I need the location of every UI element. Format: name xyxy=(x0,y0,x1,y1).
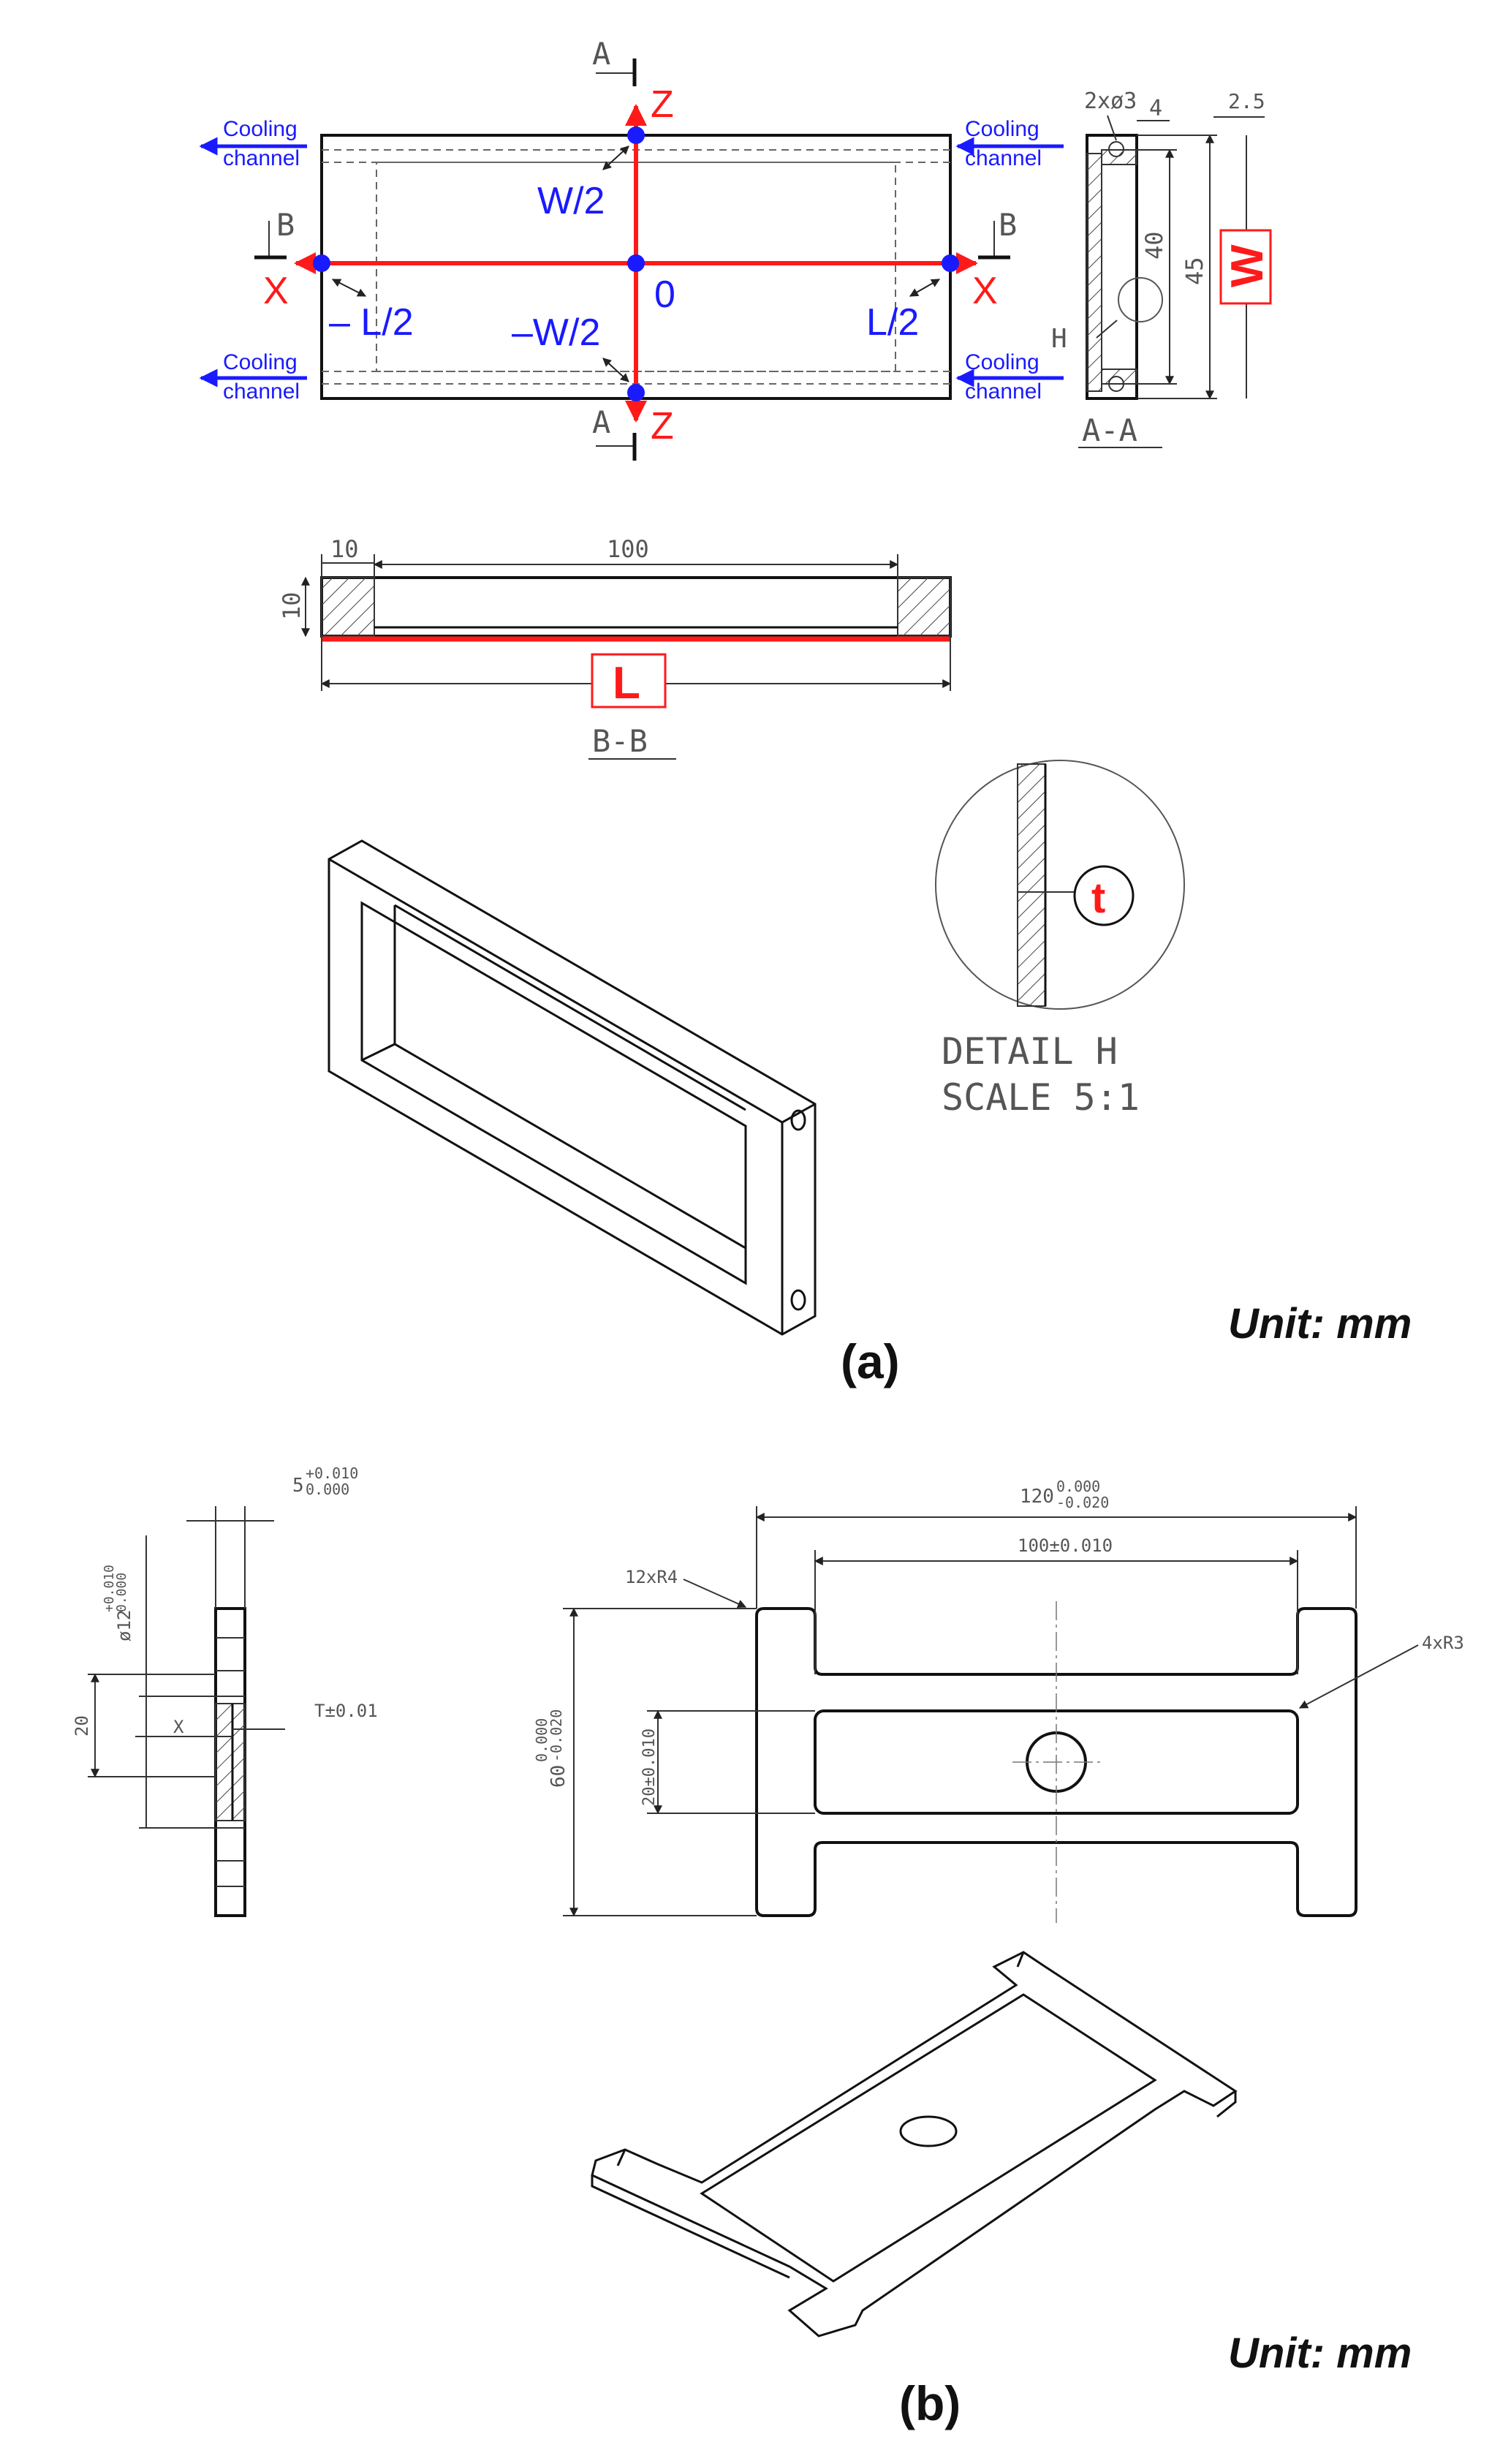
section-marks: A A B B xyxy=(254,36,1017,461)
svg-text:2.5: 2.5 xyxy=(1228,89,1265,113)
t-label-circle xyxy=(1073,865,1135,926)
svg-text:12xR4: 12xR4 xyxy=(625,1567,678,1587)
svg-text:0.000: 0.000 xyxy=(114,1573,129,1612)
svg-text:channel: channel xyxy=(965,146,1042,170)
figure-caption-b: (b) xyxy=(899,2376,961,2430)
svg-text:40: 40 xyxy=(1140,231,1168,260)
svg-text:+0.010: +0.010 xyxy=(102,1565,117,1612)
frame-isometric-view xyxy=(327,839,817,1336)
svg-text:0.000: 0.000 xyxy=(533,1718,550,1762)
x-axis-label-right: X xyxy=(972,270,998,312)
figure-a: Cooling channel Cooling channel Cooling … xyxy=(199,36,1412,1388)
label-neg-w-half: –W/2 xyxy=(512,311,600,354)
unit-label-b: Unit: mm xyxy=(1228,2329,1412,2377)
plate-isometric-view xyxy=(591,1951,1238,2338)
svg-text:4: 4 xyxy=(1149,96,1162,121)
svg-text:Cooling: Cooling xyxy=(965,350,1039,374)
z-axis-label-bottom: Z xyxy=(651,405,674,447)
svg-text:45: 45 xyxy=(1181,257,1208,285)
figure-b: 5 +0.010 0.000 ø12 +0.010 0.000 20 X T±0… xyxy=(72,1465,1464,2430)
svg-text:A-A: A-A xyxy=(1082,412,1137,448)
cooling-port-top xyxy=(790,1109,806,1131)
svg-text:0.000: 0.000 xyxy=(1056,1478,1100,1495)
svg-text:60: 60 xyxy=(548,1765,569,1788)
svg-text:5: 5 xyxy=(292,1475,304,1497)
svg-text:A: A xyxy=(592,404,610,440)
svg-text:channel: channel xyxy=(965,379,1042,404)
coolant-label-bottom-left: Cooling channel xyxy=(199,350,307,404)
point-top xyxy=(627,126,645,144)
svg-text:B: B xyxy=(999,207,1017,243)
svg-text:B: B xyxy=(276,207,295,243)
plate-front-view: 120 0.000 -0.020 100±0.010 12xR4 4xR3 60… xyxy=(533,1478,1464,1923)
svg-text:-0.020: -0.020 xyxy=(1056,1494,1109,1511)
unit-label-a: Unit: mm xyxy=(1228,1300,1412,1348)
svg-text:20: 20 xyxy=(72,1715,92,1736)
point-origin xyxy=(627,254,645,272)
svg-text:0.000: 0.000 xyxy=(306,1481,349,1498)
svg-text:Cooling: Cooling xyxy=(223,117,298,141)
coolant-label-top-left: Cooling channel xyxy=(199,117,307,170)
svg-text:4xR3: 4xR3 xyxy=(1422,1633,1464,1653)
svg-text:channel: channel xyxy=(223,379,300,404)
coolant-label-bottom-right: Cooling channel xyxy=(955,350,1064,404)
figure-caption-a: (a) xyxy=(841,1334,900,1388)
w-label-box xyxy=(1219,229,1272,305)
svg-text:120: 120 xyxy=(1020,1486,1054,1508)
svg-text:T±0.01: T±0.01 xyxy=(314,1701,378,1721)
point-left xyxy=(313,254,330,272)
point-right xyxy=(942,254,959,272)
coolant-label-top-right: Cooling channel xyxy=(955,117,1064,170)
section-a-a: H 2xø3 4 2.5 40 45 W A-A xyxy=(1051,88,1273,448)
svg-text:channel: channel xyxy=(223,146,300,170)
cooling-hole-bottom xyxy=(1108,376,1124,392)
cooling-hole-top xyxy=(1108,141,1124,157)
svg-text:100: 100 xyxy=(607,535,649,563)
svg-text:100±0.010: 100±0.010 xyxy=(1018,1535,1113,1556)
svg-text:-0.020: -0.020 xyxy=(548,1709,565,1762)
svg-text:A: A xyxy=(592,36,610,72)
svg-text:Cooling: Cooling xyxy=(965,117,1039,141)
svg-text:20±0.010: 20±0.010 xyxy=(640,1728,659,1806)
coordinate-axes: Z Z X X xyxy=(263,83,998,447)
svg-text:B-B: B-B xyxy=(592,723,648,759)
svg-text:10: 10 xyxy=(330,535,359,563)
label-origin: 0 xyxy=(654,273,675,316)
z-axis-label-top: Z xyxy=(651,83,674,126)
svg-text:10: 10 xyxy=(278,592,306,620)
l-label-box xyxy=(591,653,667,708)
svg-text:+0.010: +0.010 xyxy=(306,1465,358,1482)
plate-hole-iso xyxy=(899,2115,958,2147)
label-l-half: L/2 xyxy=(866,301,919,344)
measurement-points xyxy=(313,126,959,401)
svg-text:X: X xyxy=(173,1717,184,1737)
plate-side-view: 5 +0.010 0.000 ø12 +0.010 0.000 20 X T±0… xyxy=(72,1465,378,1917)
svg-text:H: H xyxy=(1051,324,1067,354)
cooling-port-bottom xyxy=(790,1289,806,1311)
detail-h-circle xyxy=(1118,277,1163,322)
point-labels: W/2 0 –W/2 – L/2 L/2 xyxy=(329,146,941,382)
label-neg-l-half: – L/2 xyxy=(329,301,414,344)
l-label: L xyxy=(613,658,640,708)
point-bottom xyxy=(627,384,645,401)
svg-text:2xø3: 2xø3 xyxy=(1084,88,1137,114)
svg-text:Cooling: Cooling xyxy=(223,350,298,374)
x-axis-label-left: X xyxy=(263,270,289,312)
svg-text:ø12: ø12 xyxy=(114,1610,135,1641)
section-b-b: 10 100 10 L B-B xyxy=(278,535,952,760)
detail-h: t DETAIL H SCALE 5:1 xyxy=(935,760,1185,1119)
svg-text:DETAIL H: DETAIL H xyxy=(942,1030,1118,1073)
svg-text:SCALE 5:1: SCALE 5:1 xyxy=(942,1076,1140,1119)
t-label: t xyxy=(1091,874,1105,922)
label-w-half: W/2 xyxy=(537,180,605,222)
w-label: W xyxy=(1222,244,1273,287)
